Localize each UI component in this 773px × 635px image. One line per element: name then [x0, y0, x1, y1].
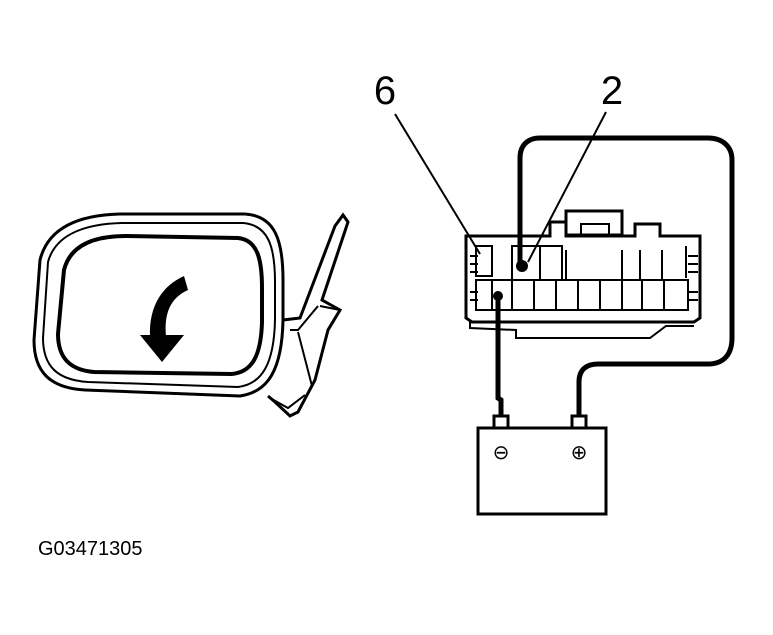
figure-code: G03471305: [38, 538, 143, 560]
side-mirror-icon: [32, 212, 350, 418]
leader-line-2: [527, 111, 607, 263]
positive-test-lead: [517, 135, 735, 416]
callout-label-2: 2: [601, 69, 623, 113]
positive-terminal-symbol: ⊕: [571, 440, 588, 464]
downward-curved-arrow-icon: [140, 276, 188, 362]
callout-label-6: 6: [374, 69, 396, 113]
battery-icon: [476, 414, 608, 516]
leader-line-6: [394, 113, 481, 255]
lead-probe-terminal-6: [493, 291, 503, 301]
negative-terminal-symbol: ⊖: [493, 440, 510, 464]
negative-test-lead: [495, 298, 504, 416]
connector-icon: [464, 209, 702, 339]
lead-probe-terminal-2: [516, 260, 528, 272]
